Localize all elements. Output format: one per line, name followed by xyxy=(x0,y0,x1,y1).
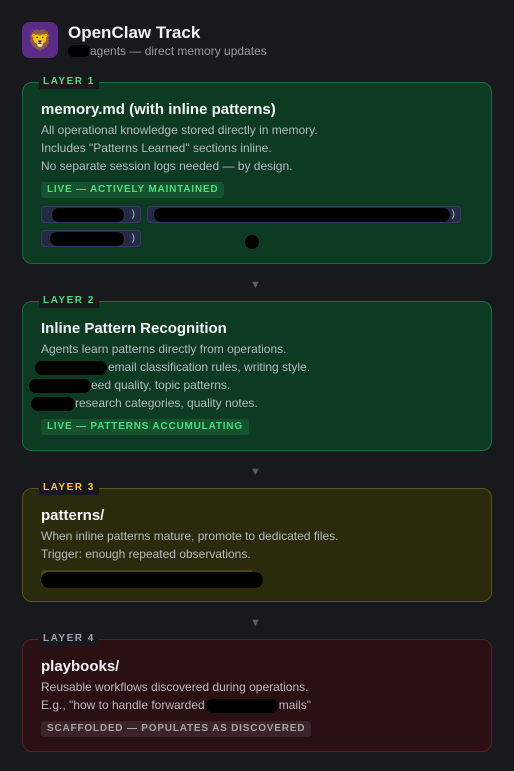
layer-1-card: LAYER 1 memory.md (with inline patterns)… xyxy=(22,75,492,264)
file-chip[interactable]: ) xyxy=(41,206,141,223)
layer-description: Reusable workflows discovered during ope… xyxy=(41,680,311,713)
layer-title: patterns/ xyxy=(41,507,105,524)
layer-title: playbooks/ xyxy=(41,658,120,675)
layer-tag: LAYER 2 xyxy=(39,294,99,308)
layer-3-card: LAYER 3 patterns/ When inline patterns m… xyxy=(22,481,492,602)
file-chip[interactable]: ) xyxy=(147,206,461,223)
redacted-block xyxy=(68,45,90,57)
app-subtitle: agents — direct memory updates xyxy=(68,44,267,59)
app-title: OpenClaw Track xyxy=(68,23,201,42)
lion-icon: 🦁 xyxy=(22,22,58,58)
arrow-down-icon: ▼ xyxy=(250,617,261,629)
arrow-down-icon: ▼ xyxy=(250,466,261,478)
layer-description: When inline patterns mature, promote to … xyxy=(41,529,339,561)
status-badge: LIVE — PATTERNS ACCUMULATING xyxy=(41,419,249,435)
status-badge: SCAFFOLDED — POPULATES AS DISCOVERED xyxy=(41,721,312,737)
layer-title: Inline Pattern Recognition xyxy=(41,320,227,337)
layer-title: memory.md (with inline patterns) xyxy=(41,101,276,118)
redacted-block xyxy=(245,235,259,249)
status-badge xyxy=(41,570,263,588)
layer-tag: LAYER 3 xyxy=(39,481,99,495)
layer-description: Agents learn patterns directly from oper… xyxy=(29,340,310,412)
file-chip[interactable]: ) xyxy=(41,230,141,247)
layer-tag: LAYER 4 xyxy=(39,632,99,646)
layer-4-card: LAYER 4 playbooks/ Reusable workflows di… xyxy=(22,632,492,752)
arrow-down-icon: ▼ xyxy=(250,279,261,291)
app-header: 🦁 OpenClaw Track agents — direct memory … xyxy=(22,22,267,59)
status-badge: LIVE — ACTIVELY MAINTAINED xyxy=(41,182,225,198)
layer-description: All operational knowledge stored directl… xyxy=(41,123,318,173)
layer-2-card: LAYER 2 Inline Pattern Recognition Agent… xyxy=(22,294,492,451)
layer-tag: LAYER 1 xyxy=(39,75,99,89)
